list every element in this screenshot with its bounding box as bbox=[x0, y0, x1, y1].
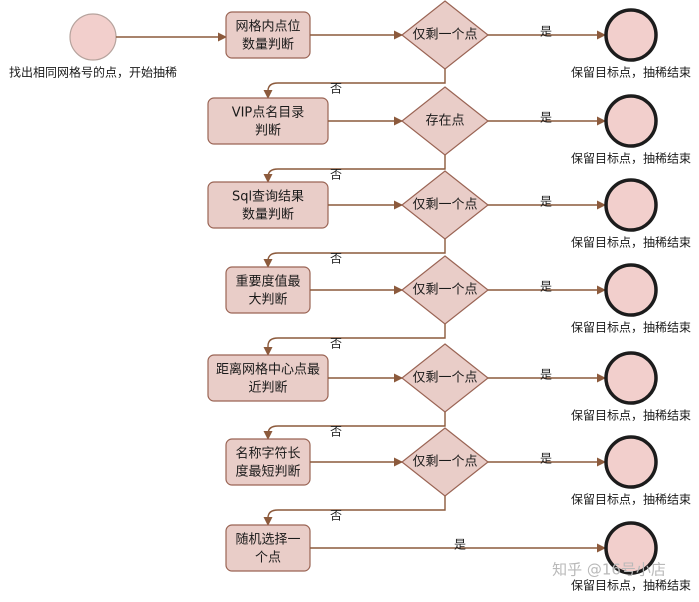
process-text-3-line2: 数量判断 bbox=[242, 208, 294, 223]
arrow-no-2 bbox=[263, 155, 446, 183]
end-label-1: 保留目标点，抽稀结束 bbox=[571, 66, 691, 80]
no-label-3: 否 bbox=[330, 252, 342, 266]
arrow-no-1 bbox=[263, 69, 446, 99]
decision-text-1: 仅剩一个点 bbox=[412, 28, 477, 43]
yes-label-3: 是 bbox=[540, 195, 552, 209]
process-text-2-line2: 判断 bbox=[255, 124, 281, 139]
yes-label-6: 是 bbox=[540, 452, 552, 466]
end-label-3: 保留目标点，抽稀结束 bbox=[571, 236, 691, 250]
process-text-5-line2: 近判断 bbox=[248, 381, 287, 396]
end-node-1 bbox=[604, 8, 658, 62]
end-label-6: 保留目标点，抽稀结束 bbox=[571, 493, 691, 507]
process-text-final-line2: 个点 bbox=[255, 551, 281, 566]
decision-text-5: 仅剩一个点 bbox=[412, 371, 477, 386]
watermark-text: 知乎 @16号小店 bbox=[552, 561, 666, 579]
end-node-4 bbox=[604, 263, 658, 317]
process-text-6-line2: 度最短判断 bbox=[235, 464, 300, 480]
process-text-4-line2: 大判断 bbox=[248, 293, 287, 308]
decision-text-3: 仅剩一个点 bbox=[412, 198, 477, 213]
yes-label-2: 是 bbox=[540, 111, 552, 125]
end-label-5: 保留目标点，抽稀结束 bbox=[571, 409, 691, 423]
yes-label-5: 是 bbox=[540, 368, 552, 382]
end-label-2: 保留目标点，抽稀结束 bbox=[571, 152, 691, 166]
no-label-6: 否 bbox=[330, 509, 342, 523]
decision-text-4: 仅剩一个点 bbox=[412, 283, 477, 298]
end-node-final bbox=[604, 521, 658, 575]
decision-text-2: 存在点 bbox=[425, 114, 464, 129]
end-node-6 bbox=[604, 435, 658, 489]
arrow-no-3 bbox=[263, 239, 446, 268]
arrow-no-5 bbox=[263, 412, 446, 440]
end-label-final: 保留目标点，抽稀结束 bbox=[571, 579, 691, 593]
end-node-2 bbox=[604, 94, 658, 148]
arrow-no-4 bbox=[263, 324, 446, 356]
yes-label-1: 是 bbox=[540, 25, 552, 39]
end-node-5 bbox=[604, 351, 658, 405]
yes-label-4: 是 bbox=[540, 280, 552, 294]
no-label-1: 否 bbox=[330, 82, 342, 96]
process-text-3-line1: Sql查询结果 bbox=[232, 190, 304, 205]
end-label-4: 保留目标点，抽稀结束 bbox=[571, 321, 691, 335]
process-text-1-line1: 网格内点位 bbox=[235, 19, 300, 35]
yes-label-final: 是 bbox=[454, 538, 466, 552]
no-label-2: 否 bbox=[330, 168, 342, 182]
no-label-5: 否 bbox=[330, 425, 342, 439]
process-text-5-line1: 距离网格中心点最 bbox=[216, 362, 320, 378]
start-label: 找出相同网格号的点，开始抽稀 bbox=[9, 65, 177, 80]
process-text-1-line2: 数量判断 bbox=[242, 38, 294, 53]
start-node bbox=[69, 13, 117, 61]
decision-text-6: 仅剩一个点 bbox=[412, 455, 477, 470]
process-text-final-line1: 随机选择一 bbox=[235, 533, 300, 548]
process-text-2-line1: VIP点名目录 bbox=[232, 105, 305, 121]
arrow-no-6 bbox=[263, 496, 446, 526]
end-node-3 bbox=[604, 178, 658, 232]
process-text-6-line1: 名称字符长 bbox=[235, 446, 300, 462]
no-label-4: 否 bbox=[330, 337, 342, 351]
process-text-4-line1: 重要度值最 bbox=[235, 274, 300, 290]
